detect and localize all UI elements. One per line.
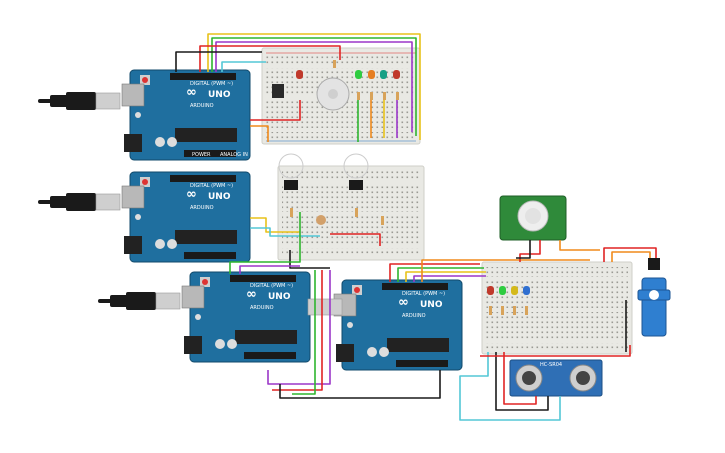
svg-text:∞: ∞ bbox=[246, 287, 257, 302]
resistors-top bbox=[333, 60, 399, 100]
led-red-2 bbox=[393, 70, 400, 79]
pir-sensor bbox=[499, 195, 567, 241]
svg-text:ARDUINO: ARDUINO bbox=[190, 103, 214, 109]
temperature-sensor-1 bbox=[278, 153, 304, 190]
usb-plug-icon bbox=[37, 192, 121, 212]
svg-text:UNO: UNO bbox=[420, 300, 443, 310]
temperature-sensor-2 bbox=[343, 153, 369, 190]
resistors-right bbox=[489, 306, 528, 315]
buzzer bbox=[316, 77, 350, 111]
arduino-board-3: ∞ UNO ARDUINO DIGITAL (PWM ~) bbox=[181, 271, 311, 363]
svg-text:DIGITAL (PWM ~): DIGITAL (PWM ~) bbox=[190, 183, 233, 189]
led-orange bbox=[368, 70, 375, 79]
svg-text:UNO: UNO bbox=[208, 90, 231, 100]
svg-text:ARDUINO: ARDUINO bbox=[402, 313, 426, 319]
svg-text:∞: ∞ bbox=[398, 295, 409, 310]
breadboard-right bbox=[481, 261, 633, 355]
svg-text:HC-SR04: HC-SR04 bbox=[540, 362, 562, 368]
wires bbox=[175, 33, 657, 421]
svg-text:UNO: UNO bbox=[268, 292, 291, 302]
arduino-board-4: ∞ UNO ARDUINO DIGITAL (PWM ~) bbox=[333, 279, 463, 371]
svg-text:DIGITAL (PWM ~): DIGITAL (PWM ~) bbox=[190, 81, 233, 87]
arduino-board-1: ∞ UNO ARDUINO DIGITAL (PWM ~) POWER ANAL… bbox=[121, 69, 251, 161]
svg-text:∞: ∞ bbox=[186, 85, 197, 100]
svg-text:ARDUINO: ARDUINO bbox=[190, 205, 214, 211]
photoresistor bbox=[316, 215, 326, 225]
ultrasonic-sensor: HC-SR04 bbox=[509, 359, 603, 397]
svg-text:UNO: UNO bbox=[208, 192, 231, 202]
svg-text:∞: ∞ bbox=[186, 187, 197, 202]
svg-text:DIGITAL (PWM ~): DIGITAL (PWM ~) bbox=[250, 283, 293, 289]
led-red-3 bbox=[487, 286, 494, 295]
ic-chip bbox=[272, 84, 284, 98]
svg-text:POWER: POWER bbox=[192, 152, 211, 158]
svg-text:ANALOG IN: ANALOG IN bbox=[220, 152, 248, 158]
usb-plug-icon bbox=[37, 91, 121, 111]
servo-icon bbox=[637, 258, 671, 337]
led-teal bbox=[380, 70, 387, 79]
resistors-middle bbox=[290, 208, 384, 225]
led-yellow bbox=[511, 286, 518, 295]
svg-text:ARDUINO: ARDUINO bbox=[250, 305, 274, 311]
arduino-board-2: ∞ UNO ARDUINO DIGITAL (PWM ~) bbox=[121, 171, 251, 263]
svg-text:DIGITAL (PWM ~): DIGITAL (PWM ~) bbox=[402, 291, 445, 297]
usb-plug-icon bbox=[97, 291, 181, 311]
led-green-2 bbox=[499, 286, 506, 295]
led-blue bbox=[523, 286, 530, 295]
usb-plug-icon bbox=[307, 298, 343, 316]
led-green bbox=[355, 70, 362, 79]
led-red bbox=[296, 70, 303, 79]
